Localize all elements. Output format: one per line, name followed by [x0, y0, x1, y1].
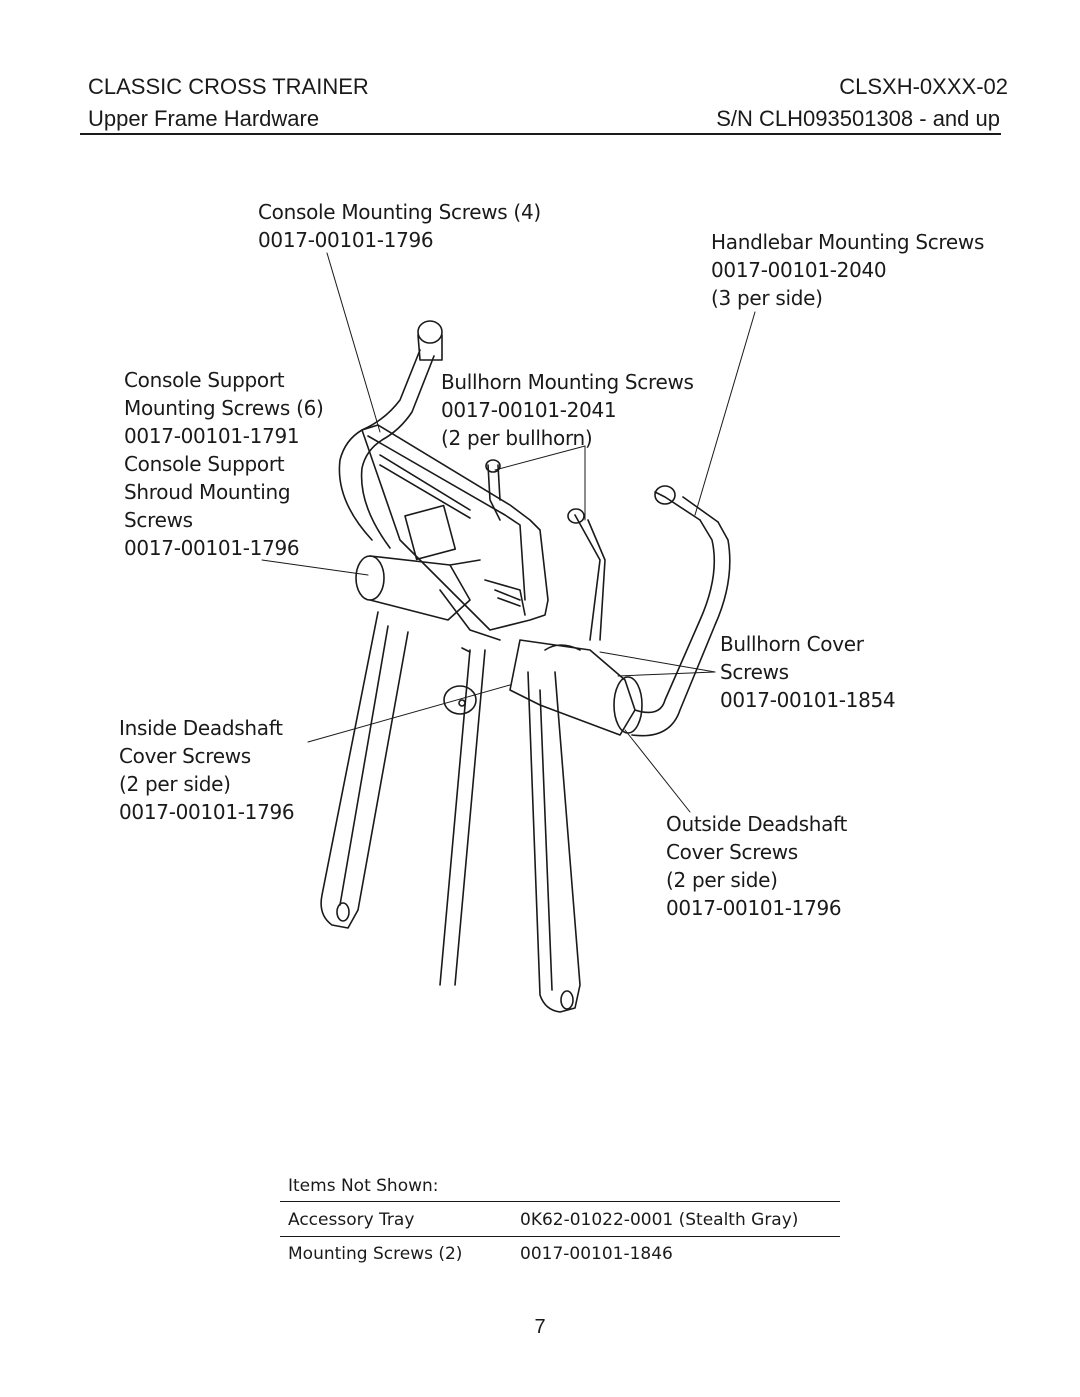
callout-line: Bullhorn Cover: [720, 632, 864, 656]
callout-line: Shroud Mounting: [124, 480, 291, 504]
callout-quantity: (2 per side): [119, 772, 231, 796]
console-mounting-screws-callout: Console Mounting Screws (4) 0017-00101-1…: [258, 198, 541, 254]
bullhorn-posts: [485, 459, 606, 641]
table-divider: [280, 1201, 840, 1202]
header-rule: [80, 133, 1001, 135]
callout-line: Screws: [124, 508, 193, 532]
callout-part-number: 0017-00101-1854: [720, 688, 896, 712]
inside-deadshaft-screws-callout: Inside Deadshaft Cover Screws (2 per sid…: [119, 714, 295, 826]
callout-line: Screws: [720, 660, 789, 684]
table-row: Accessory Tray 0K62-01022-0001 (Stealth …: [280, 1202, 840, 1236]
item-part-number: 0017-00101-1846: [520, 1244, 673, 1264]
left-handlebar: [338, 320, 443, 549]
callout-line: Console Support: [124, 452, 285, 476]
inside-deadshaft-cover-disc: [443, 685, 477, 715]
console-support-shroud: [355, 555, 481, 621]
table-divider: [280, 1236, 840, 1237]
callout-part-number: 0017-00101-1796: [124, 536, 300, 560]
callout-line: Cover Screws: [666, 840, 798, 864]
right-handlebar: [631, 485, 731, 737]
console-display: [361, 424, 549, 641]
left-arm-end-cap: [336, 902, 350, 922]
item-part-number: 0K62-01022-0001 (Stealth Gray): [520, 1210, 799, 1230]
bullhorn-cover-screws-callout: Bullhorn Cover Screws 0017-00101-1854: [720, 630, 896, 714]
product-title: CLASSIC CROSS TRAINER: [88, 74, 369, 99]
callout-part-number: 0017-00101-1791: [124, 424, 300, 448]
bullhorn-mounting-screws-callout: Bullhorn Mounting Screws 0017-00101-2041…: [441, 368, 694, 452]
callout-line: Console Support: [124, 368, 285, 392]
console-support-screws-callout: Console Support Mounting Screws (6) 0017…: [124, 366, 324, 562]
section-title: Upper Frame Hardware: [88, 106, 320, 131]
page-number: 7: [534, 1316, 546, 1338]
callout-line: Inside Deadshaft: [119, 716, 283, 740]
center-upright-arm: [439, 647, 486, 986]
callout-line: Mounting Screws (6): [124, 396, 324, 420]
callout-part-number: 0017-00101-1796: [119, 800, 295, 824]
serial-range: S/N CLH093501308 - and up: [716, 106, 1000, 131]
callout-line: Bullhorn Mounting Screws: [441, 370, 694, 394]
outside-deadshaft-screws-callout: Outside Deadshaft Cover Screws (2 per si…: [666, 810, 847, 922]
model-number: CLSXH-0XXX-02: [839, 74, 1008, 99]
table-title: Items Not Shown:: [288, 1176, 439, 1196]
items-not-shown-table: Items Not Shown: Accessory Tray 0K62-010…: [280, 1168, 840, 1270]
callout-line: Handlebar Mounting Screws: [711, 230, 985, 254]
table-row: Mounting Screws (2) 0017-00101-1846: [280, 1236, 840, 1270]
callout-part-number: 0017-00101-2041: [441, 398, 617, 422]
callout-line: Cover Screws: [119, 744, 251, 768]
callout-part-number: 0017-00101-1796: [666, 896, 842, 920]
callout-quantity: (2 per side): [666, 868, 778, 892]
callout-quantity: (2 per bullhorn): [441, 426, 593, 450]
leader-lines: [261, 252, 756, 813]
handlebar-mounting-screws-callout: Handlebar Mounting Screws 0017-00101-204…: [711, 228, 984, 312]
right-upright-arm: [527, 671, 581, 1013]
table-title-row: Items Not Shown:: [280, 1168, 840, 1202]
callout-part-number: 0017-00101-2040: [711, 258, 887, 282]
item-name: Mounting Screws (2): [288, 1244, 463, 1264]
callout-line: Console Mounting Screws (4): [258, 200, 541, 224]
callout-quantity: (3 per side): [711, 286, 823, 310]
callout-line: Outside Deadshaft: [666, 812, 848, 836]
left-upright-arm: [320, 611, 409, 929]
callout-part-number: 0017-00101-1796: [258, 228, 434, 252]
item-name: Accessory Tray: [288, 1210, 415, 1230]
